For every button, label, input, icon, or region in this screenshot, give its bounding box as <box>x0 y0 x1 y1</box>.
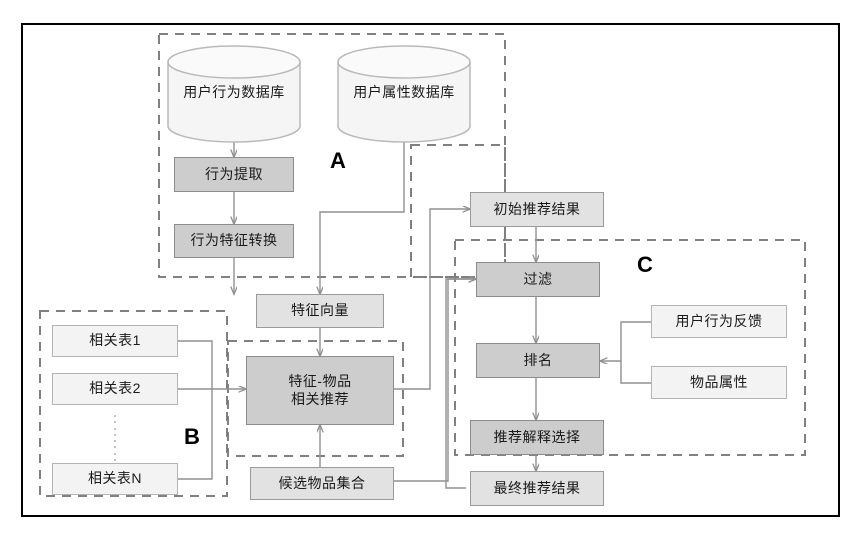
node-relation-table-2[interactable]: 相关表2 <box>52 373 178 405</box>
node-feature-item-recommend-line1: 特征-物品 <box>288 373 352 389</box>
node-user-behavior-feedback[interactable]: 用户行为反馈 <box>651 305 787 338</box>
node-filter[interactable]: 过滤 <box>476 262 600 297</box>
node-ranking[interactable]: 排名 <box>476 343 600 378</box>
node-relation-table-1[interactable]: 相关表1 <box>52 325 178 357</box>
node-candidate-item-set[interactable]: 候选物品集合 <box>250 467 394 500</box>
node-behavior-extract[interactable]: 行为提取 <box>174 157 294 192</box>
node-feature-item-recommend-line2: 相关推荐 <box>291 390 349 407</box>
node-explain-select[interactable]: 推荐解释选择 <box>470 420 604 455</box>
group-label-a: A <box>330 148 346 173</box>
node-item-attribute[interactable]: 物品属性 <box>651 366 787 399</box>
node-behavior-feature-conversion[interactable]: 行为特征转换 <box>174 224 294 258</box>
node-initial-recommend-result[interactable]: 初始推荐结果 <box>470 192 604 227</box>
db-user-attribute-label: 用户属性数据库 <box>353 84 455 100</box>
node-feature-vector[interactable]: 特征向量 <box>256 294 384 328</box>
group-label-b: B <box>184 424 200 449</box>
db-user-behavior-label: 用户行为数据库 <box>183 84 285 100</box>
node-final-recommend-result[interactable]: 最终推荐结果 <box>470 471 604 506</box>
node-feature-item-recommend[interactable]: 特征-物品 相关推荐 <box>246 356 394 425</box>
ellipsis-dots <box>114 415 116 461</box>
node-relation-table-n[interactable]: 相关表N <box>52 463 178 495</box>
group-label-c: C <box>637 252 653 277</box>
